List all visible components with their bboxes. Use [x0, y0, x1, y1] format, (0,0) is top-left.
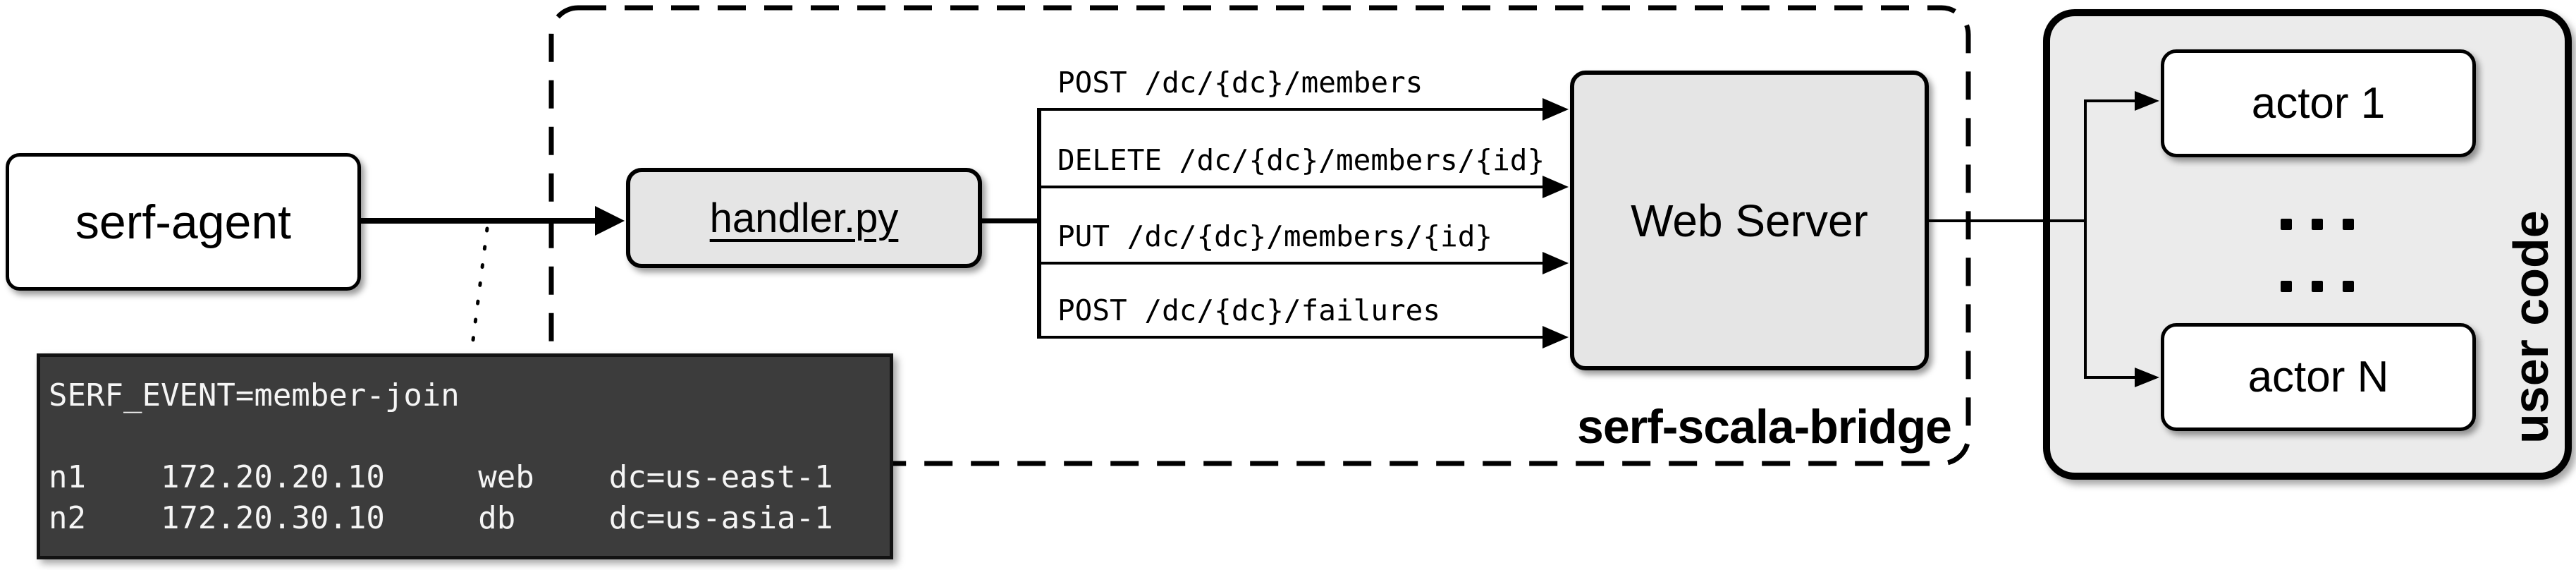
endpoint-label-put-member: PUT /dc/{dc}/members/{id}	[1057, 219, 1493, 253]
web-server-label: Web Server	[1631, 195, 1868, 246]
ellipsis-dot-icon	[2312, 281, 2323, 292]
serf-event-terminal: SERF_EVENT=member-join n1 172.20.20.10 w…	[37, 353, 893, 559]
endpoint-arrowhead-icon	[1542, 252, 1569, 274]
endpoint-label-post-members: POST /dc/{dc}/members	[1057, 66, 1423, 99]
handler-py-node: handler.py	[626, 168, 982, 268]
ellipsis-dot-icon	[2281, 281, 2292, 292]
actor-n-node: actor N	[2161, 323, 2476, 431]
bridge-dashed-border	[548, 5, 1971, 466]
endpoint-arrowhead-icon	[1542, 326, 1569, 348]
actorN-arrowhead-icon	[2135, 368, 2159, 387]
event-callout-dotted-line	[470, 226, 489, 353]
endpoint-arrowhead-icon	[1542, 176, 1569, 198]
ellipsis-dot-icon	[2281, 219, 2292, 230]
endpoint-arrowhead-icon	[1542, 98, 1569, 121]
web-server-node: Web Server	[1570, 71, 1929, 370]
actors-ellipsis-icon	[2281, 281, 2354, 292]
user-code-title: user code	[2503, 210, 2558, 444]
actors-ellipsis-icon	[2281, 219, 2354, 230]
ellipsis-dot-icon	[2312, 219, 2323, 230]
serf-agent-node: serf-agent	[6, 153, 361, 291]
ellipsis-dot-icon	[2343, 281, 2354, 292]
handler-py-label: handler.py	[709, 195, 899, 241]
actor-1-label: actor 1	[2251, 79, 2386, 128]
bridge-title: serf-scala-bridge	[1577, 400, 1952, 454]
endpoint-label-post-failures: POST /dc/{dc}/failures	[1057, 293, 1441, 327]
ellipsis-dot-icon	[2343, 219, 2354, 230]
actor1-arrowhead-icon	[2135, 91, 2159, 111]
endpoint-label-delete-member: DELETE /dc/{dc}/members/{id}	[1057, 143, 1545, 177]
actor-n-label: actor N	[2247, 353, 2389, 401]
serf-agent-label: serf-agent	[75, 195, 292, 249]
serf-event-terminal-text: SERF_EVENT=member-join n1 172.20.20.10 w…	[49, 377, 833, 536]
actor-1-node: actor 1	[2161, 49, 2476, 157]
agent-to-handler-arrowhead-icon	[595, 206, 625, 236]
